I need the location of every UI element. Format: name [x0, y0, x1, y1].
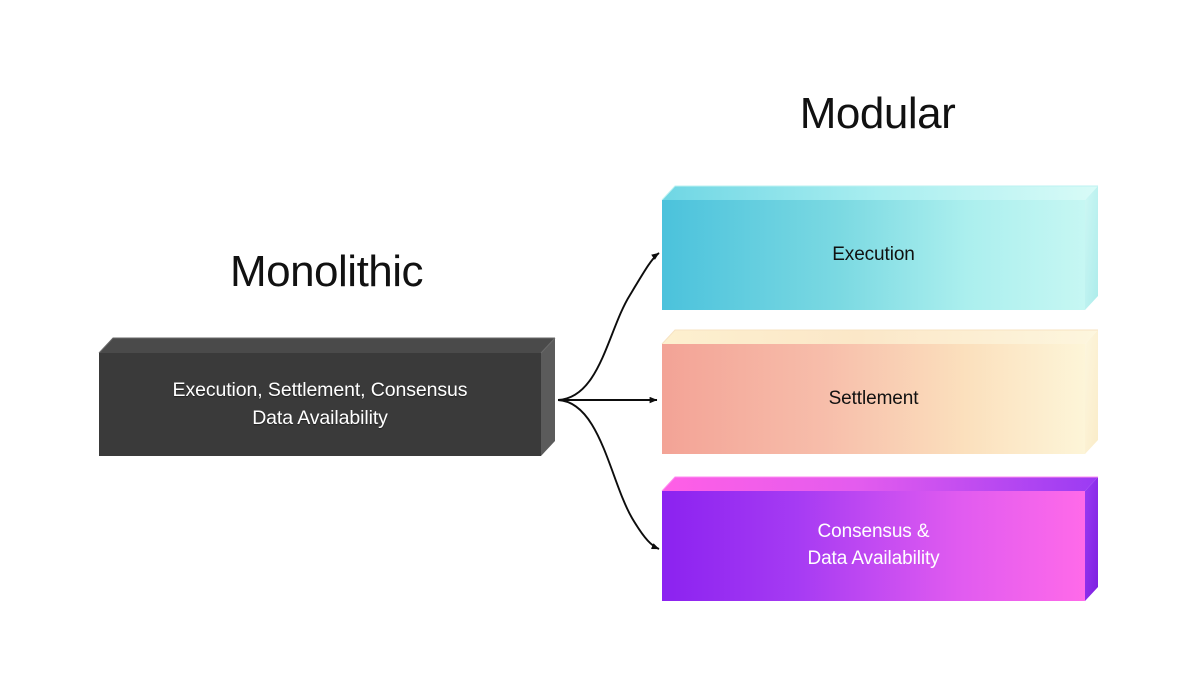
- monolithic-top-face: [99, 338, 555, 353]
- monolithic-side-face: [541, 338, 555, 456]
- settlement-top-edge: [661, 329, 1098, 345]
- execution-side-face: [1085, 186, 1098, 310]
- settlement-front-face: Settlement: [662, 344, 1085, 454]
- page-title-monolithic: Monolithic: [229, 247, 424, 296]
- monolithic-label: Execution, Settlement, Consensus Data Av…: [172, 378, 468, 429]
- settlement-side-face: [1085, 330, 1098, 454]
- arrow-to-consensus: [557, 399, 660, 550]
- execution-label: Execution: [832, 243, 915, 265]
- monolithic-top-edge: [98, 337, 555, 354]
- execution-block-3d-shell: [661, 185, 1098, 310]
- consensus-block-3d-shell: [661, 476, 1098, 601]
- monolithic-corner-edge: [540, 337, 556, 354]
- settlement-block-3d-shell: [661, 329, 1098, 454]
- execution-front-face: Execution: [662, 200, 1085, 310]
- modular-block-execution[interactable]: Execution: [661, 185, 1098, 310]
- consensus-front-face: Consensus & Data Availability: [662, 491, 1085, 601]
- modular-block-consensus[interactable]: Consensus & Data Availability: [661, 476, 1098, 601]
- execution-top-face: [662, 186, 1098, 200]
- consensus-label: Consensus & Data Availability: [807, 521, 940, 569]
- settlement-top-face: [662, 330, 1098, 344]
- modular-block-settlement[interactable]: Settlement: [661, 329, 1098, 454]
- page-title-modular: Modular: [799, 89, 956, 138]
- execution-top-edge: [661, 185, 1098, 201]
- consensus-top-edge: [661, 476, 1098, 492]
- consensus-side-face: [1085, 477, 1098, 601]
- monolithic-block-3d-shell: [98, 337, 556, 456]
- settlement-label: Settlement: [828, 387, 919, 409]
- consensus-top-face: [662, 477, 1098, 491]
- monolithic-front-face: Execution, Settlement, Consensus Data Av…: [99, 353, 541, 456]
- monolithic-block[interactable]: Execution, Settlement, Consensus Data Av…: [98, 337, 556, 456]
